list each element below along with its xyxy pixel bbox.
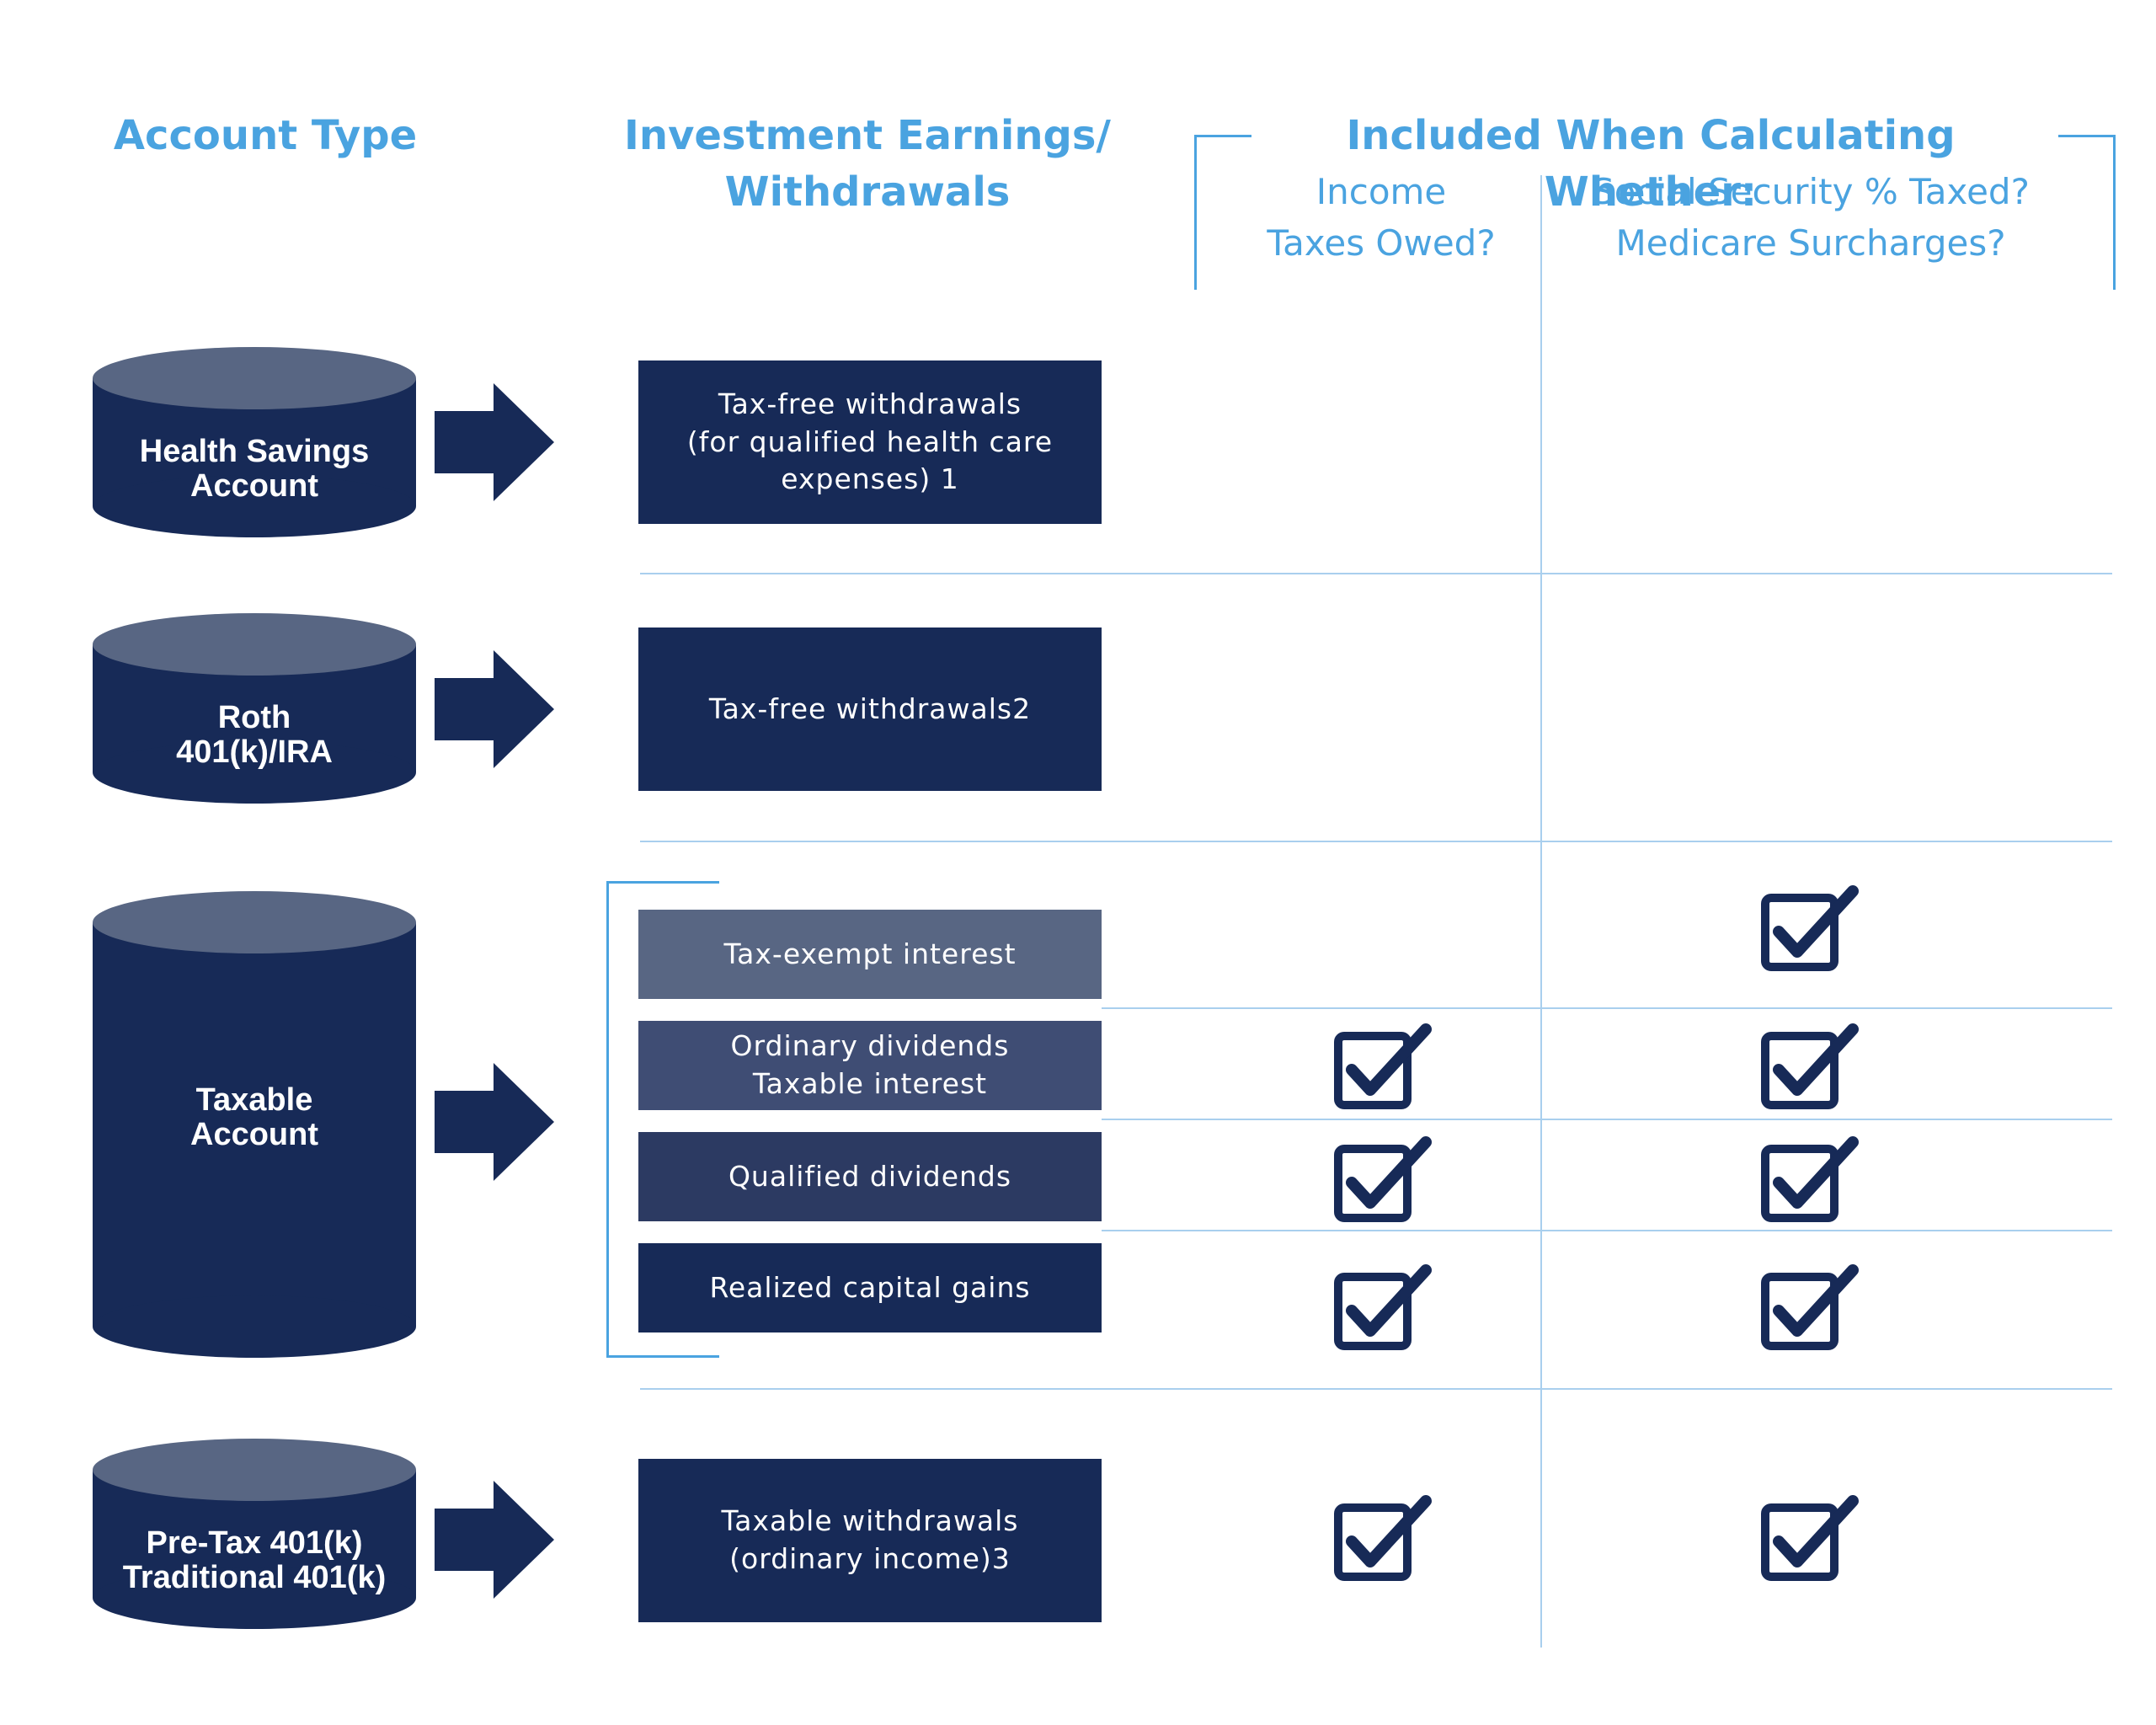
header-bracket-right-side bbox=[2113, 135, 2116, 290]
income-taxes-header: Income Taxes Owed? bbox=[1267, 171, 1496, 264]
hsa-withdrawals-box: Tax-free withdrawals (for qualified heal… bbox=[638, 360, 1102, 524]
row-divider bbox=[1102, 1007, 2112, 1009]
qualified-dividends-box: Qualified dividends bbox=[638, 1132, 1102, 1221]
taxable-bracket-bottom bbox=[606, 1355, 719, 1358]
included-header: Included When Calculating Whether: bbox=[1346, 112, 1956, 216]
account-type-header: Account Type bbox=[113, 112, 418, 159]
row-divider bbox=[1102, 1230, 2112, 1231]
ordinary-dividends-box: Ordinary dividends Taxable interest bbox=[638, 1021, 1102, 1110]
checkbox-checked-icon bbox=[1761, 1495, 1859, 1581]
header-bracket-left-side bbox=[1194, 135, 1197, 290]
checkbox-checked-icon bbox=[1334, 1023, 1432, 1109]
header-bracket-right-top bbox=[2058, 135, 2116, 137]
hsa-label: Health Savings Account bbox=[139, 434, 370, 505]
checkbox-checked-icon bbox=[1761, 1023, 1859, 1109]
checkbox-checked-icon bbox=[1761, 1136, 1859, 1222]
right-arrow-icon bbox=[435, 650, 554, 768]
column-divider bbox=[1540, 175, 1542, 1648]
row-divider bbox=[640, 1388, 2112, 1390]
earnings-header: Investment Earnings/ Withdrawals bbox=[624, 112, 1111, 216]
row-divider bbox=[640, 841, 2112, 842]
right-arrow-icon bbox=[435, 383, 554, 501]
social-security-header: Social Security % Taxed? Medicare Surcha… bbox=[1592, 171, 2030, 264]
checkbox-checked-icon bbox=[1761, 1264, 1859, 1350]
row-divider bbox=[640, 573, 2112, 574]
header-bracket-left-top bbox=[1194, 135, 1251, 137]
pretax-label: Pre-Tax 401(k) Traditional 401(k) bbox=[122, 1525, 387, 1596]
checkbox-checked-icon bbox=[1334, 1495, 1432, 1581]
taxable-bracket-side bbox=[606, 881, 609, 1358]
pretax-cylinder: Pre-Tax 401(k) Traditional 401(k) bbox=[93, 1439, 416, 1629]
right-arrow-icon bbox=[435, 1063, 554, 1181]
taxable-bracket-top bbox=[606, 881, 719, 884]
roth-cylinder: Roth 401(k)/IRA bbox=[93, 613, 416, 804]
row-divider bbox=[1102, 1119, 2112, 1120]
checkbox-checked-icon bbox=[1334, 1136, 1432, 1222]
hsa-cylinder: Health Savings Account bbox=[93, 347, 416, 537]
tax-exempt-interest-box: Tax-exempt interest bbox=[638, 910, 1102, 999]
capital-gains-box: Realized capital gains bbox=[638, 1243, 1102, 1332]
right-arrow-icon bbox=[435, 1481, 554, 1599]
pretax-withdrawals-box: Taxable withdrawals (ordinary income)3 bbox=[638, 1459, 1102, 1622]
roth-label: Roth 401(k)/IRA bbox=[176, 700, 333, 771]
roth-withdrawals-box: Tax-free withdrawals2 bbox=[638, 628, 1102, 791]
taxable-cylinder: Taxable Account bbox=[93, 891, 416, 1358]
checkbox-checked-icon bbox=[1761, 885, 1859, 971]
taxable-label: Taxable Account bbox=[190, 1082, 318, 1153]
checkbox-checked-icon bbox=[1334, 1264, 1432, 1350]
